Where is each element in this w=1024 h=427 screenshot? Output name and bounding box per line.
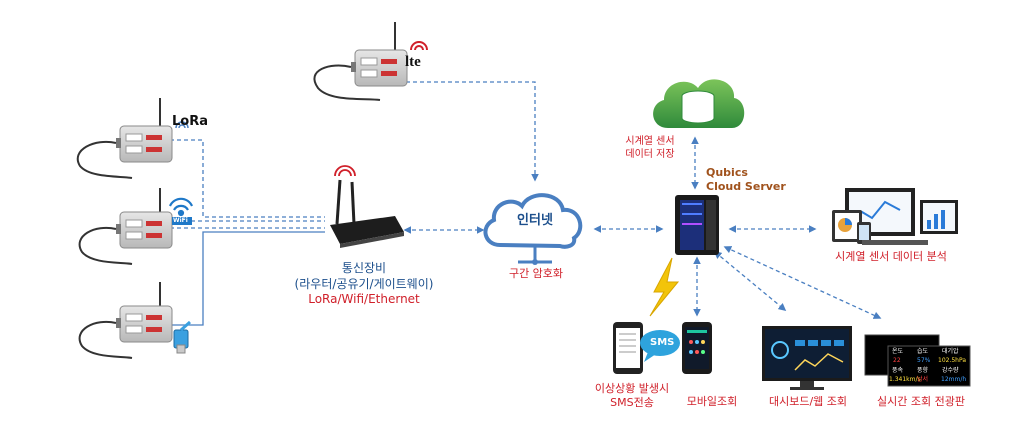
mobile-label: 모바일조회 — [686, 395, 738, 408]
analytics-devices-icon — [832, 188, 958, 245]
storage-cloud-icon — [653, 79, 745, 128]
board-header-2: 습도 — [917, 348, 929, 355]
board-header-3: 대기압 — [942, 348, 959, 355]
lte-badge: lte — [405, 54, 421, 70]
board-value-3: 102.5hPa — [938, 357, 967, 364]
board-value-4: 1.341km/s — [889, 376, 921, 383]
server-label-line1: Qubics — [706, 166, 748, 179]
sms-bubble-icon — [640, 330, 680, 362]
sms-bubble-text: SMS — [650, 337, 675, 348]
router-signal-icon — [334, 165, 356, 177]
dashboard-label: 대시보드/웹 조회 — [768, 395, 848, 408]
board-header-4: 풍속 — [892, 367, 904, 374]
network-device-protocols: LoRa/Wifi/Ethernet — [308, 292, 420, 306]
analysis-label: 시계열 센서 데이터 분석 — [835, 250, 947, 263]
wifi-badge: WiFi — [173, 217, 188, 224]
lte-sensor-device — [313, 22, 428, 101]
network-device-subtitle: (라우터/공유기/게이트웨이) — [294, 277, 434, 291]
board-header-1: 온도 — [892, 348, 904, 355]
wifi-badge-bg — [172, 217, 192, 225]
board-value-2: 57% — [917, 357, 931, 364]
board-header-5: 풍향 — [917, 367, 929, 374]
lightning-icon — [649, 257, 680, 317]
server-tower-icon — [675, 195, 719, 255]
storage-label-line2: 데이터 저장 — [625, 149, 675, 160]
wifi-sensor-device — [78, 188, 194, 265]
board-value-6: 12mm/h — [941, 376, 967, 383]
dashboard-monitor-icon — [762, 326, 852, 390]
lora-signal-icon — [175, 121, 189, 129]
lora-sensor-device — [76, 98, 189, 179]
board-value-5: 남서 — [917, 376, 929, 383]
server-label-line2: Cloud Server — [706, 180, 786, 193]
internet-label: 인터넷 — [517, 213, 553, 228]
ethernet-sensor-device — [78, 282, 191, 359]
network-device-title: 통신장비 — [341, 261, 387, 275]
board-value-1: 22 — [893, 357, 901, 364]
lora-badge: LoRa — [172, 114, 208, 129]
sms-label-line2: SMS전송 — [610, 396, 654, 409]
database-icon — [681, 90, 715, 124]
encryption-caption: 구간 암호화 — [508, 267, 564, 280]
led-display-boards — [864, 334, 971, 387]
mobile-phone-icon — [682, 322, 712, 374]
lte-signal-icon — [410, 41, 428, 51]
display-label: 실시간 조회 전광판 — [877, 395, 965, 408]
sms-label-line1: 이상상황 발생시 — [594, 382, 670, 395]
router-icon — [330, 165, 404, 248]
storage-label-line1: 시계열 센서 — [625, 136, 675, 147]
sms-phone-icon — [613, 322, 643, 374]
board-header-6: 강수량 — [942, 367, 959, 374]
wifi-icon — [168, 197, 194, 217]
ethernet-cable-icon — [173, 320, 191, 354]
internet-cloud-icon — [483, 193, 583, 265]
